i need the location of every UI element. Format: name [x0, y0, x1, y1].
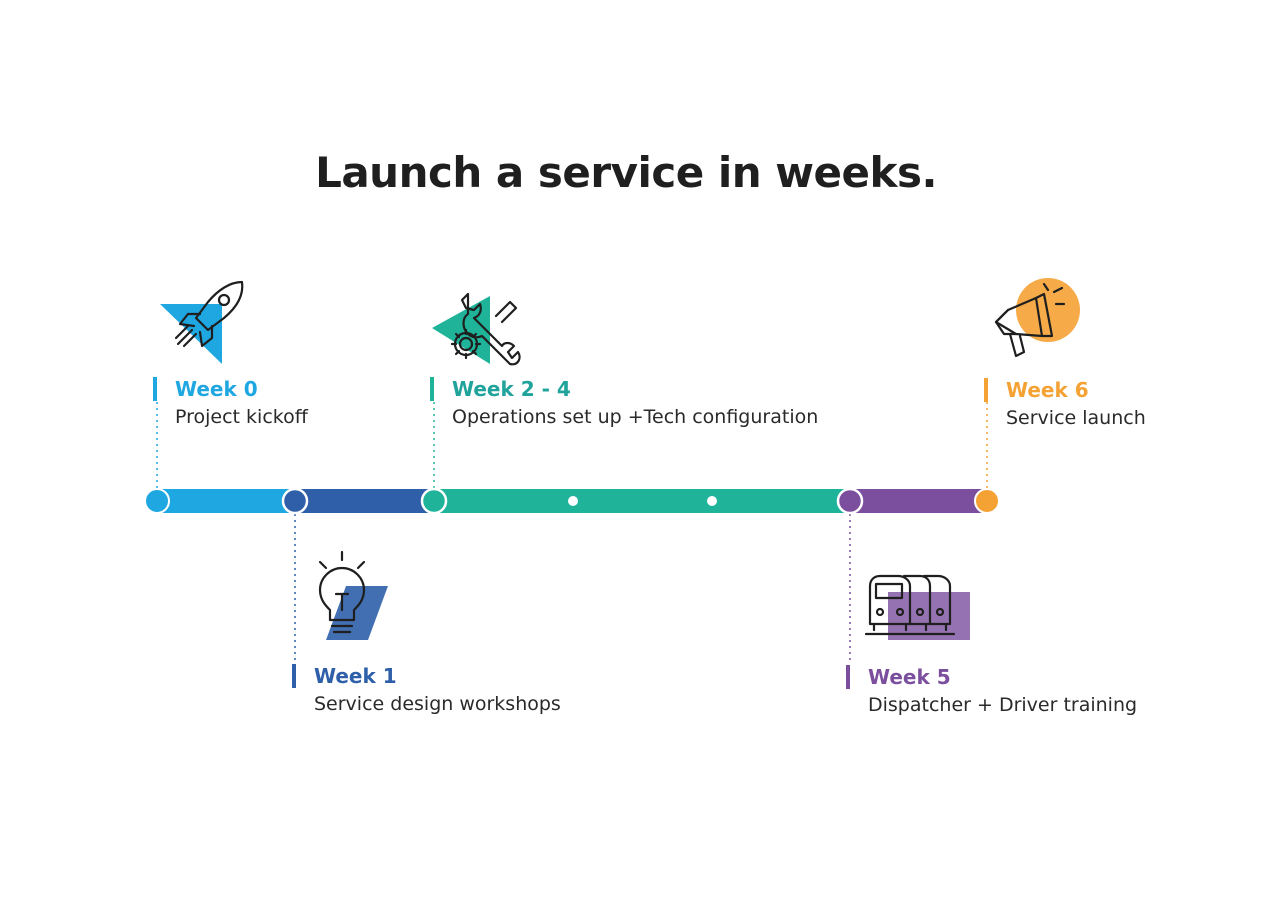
segment-week0 — [157, 489, 295, 513]
milestone-week-label: Week 1 — [292, 664, 561, 688]
rocket-icon — [160, 280, 244, 364]
node-week6 — [974, 488, 1000, 514]
milestone-description: Project kickoff — [175, 406, 308, 428]
node-week0 — [144, 488, 170, 514]
segment-week1 — [295, 489, 434, 513]
milestone-description: Service launch — [1006, 407, 1146, 429]
milestone-week5: Week 5 Dispatcher + Driver training — [846, 665, 1137, 717]
buses-icon — [864, 574, 970, 640]
page-title: Launch a service in weeks. — [315, 148, 937, 197]
milestone-week-label: Week 2 - 4 — [430, 377, 818, 401]
milestone-week-label: Week 6 — [984, 378, 1146, 402]
node-week2-4 — [420, 487, 448, 515]
node-week4 — [707, 496, 717, 506]
segment-week5 — [850, 489, 987, 513]
milestone-week2-4: Week 2 - 4 Operations set up +Tech confi… — [430, 377, 818, 429]
milestone-week1: Week 1 Service design workshops — [292, 664, 561, 716]
milestone-description: Dispatcher + Driver training — [868, 694, 1138, 716]
milestone-description: Operations set up +Tech configuration — [452, 406, 819, 428]
node-week3 — [568, 496, 578, 506]
segment-week2-4 — [434, 489, 850, 513]
milestone-week6: Week 6 Service launch — [984, 378, 1146, 430]
milestone-week-label: Week 5 — [846, 665, 1137, 689]
node-week5 — [836, 487, 864, 515]
lightbulb-icon — [318, 550, 388, 640]
milestone-week-label: Week 0 — [153, 377, 308, 401]
megaphone-icon — [994, 278, 1080, 358]
milestone-description: Service design workshops — [314, 693, 561, 715]
wrench-gear-icon — [432, 292, 521, 366]
node-week1 — [281, 487, 309, 515]
milestone-week0: Week 0 Project kickoff — [153, 377, 308, 429]
